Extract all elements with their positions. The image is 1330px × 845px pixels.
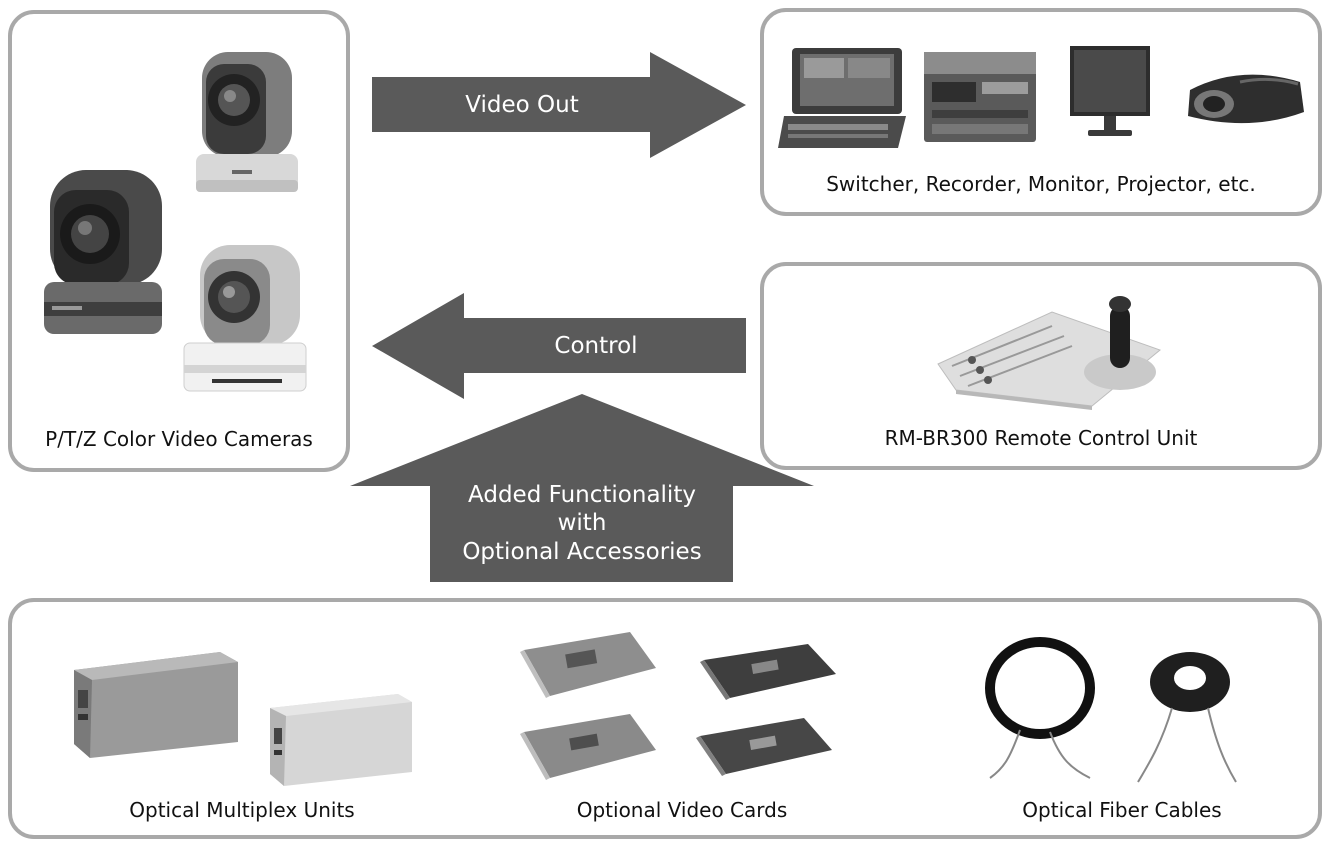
optical-multiplex-unit-small-image (270, 694, 412, 786)
fiber-cable-coil-image (985, 637, 1095, 779)
recorder-image (924, 52, 1036, 142)
fiber-cables-caption: Optical Fiber Cables (1022, 798, 1222, 822)
remote-control-caption: RM-BR300 Remote Control Unit (884, 426, 1198, 450)
output-devices-panel: Switcher, Recorder, Monitor, Projector, … (760, 8, 1322, 216)
ptz-camera-top-image (196, 52, 298, 192)
projector-image (1188, 74, 1304, 124)
accessories-panel: Optical Multiplex Units Optional Video C… (8, 598, 1322, 839)
fiber-cable-drum-image (1137, 652, 1237, 783)
cameras-caption: P/T/Z Color Video Cameras (45, 427, 313, 451)
accessories-arrow (350, 394, 814, 582)
control-arrow (372, 293, 746, 399)
ptz-camera-left-image (44, 170, 162, 334)
control-label: Control (554, 333, 638, 359)
optical-multiplex-unit-large-image (74, 652, 238, 758)
video-card-3-image (520, 714, 656, 780)
accessories-label-line2: with (557, 510, 607, 536)
video-out-label: Video Out (465, 92, 579, 118)
video-card-1-image (520, 632, 656, 698)
monitor-image (1070, 46, 1150, 136)
video-cards-caption: Optional Video Cards (576, 798, 788, 822)
cameras-panel: P/T/Z Color Video Cameras (8, 10, 350, 472)
accessories-label-line1: Added Functionality (468, 482, 696, 508)
switcher-image (778, 48, 906, 148)
optical-multiplex-caption: Optical Multiplex Units (129, 798, 355, 822)
remote-control-panel: RM-BR300 Remote Control Unit (760, 262, 1322, 470)
video-card-2-image (700, 644, 836, 700)
output-devices-caption: Switcher, Recorder, Monitor, Projector, … (826, 172, 1256, 196)
video-card-4-image (696, 718, 832, 776)
ptz-camera-bottom-image (183, 245, 307, 392)
remote-control-image (937, 296, 1162, 410)
accessories-label-line3: Optional Accessories (462, 539, 702, 565)
video-out-arrow (372, 52, 746, 158)
